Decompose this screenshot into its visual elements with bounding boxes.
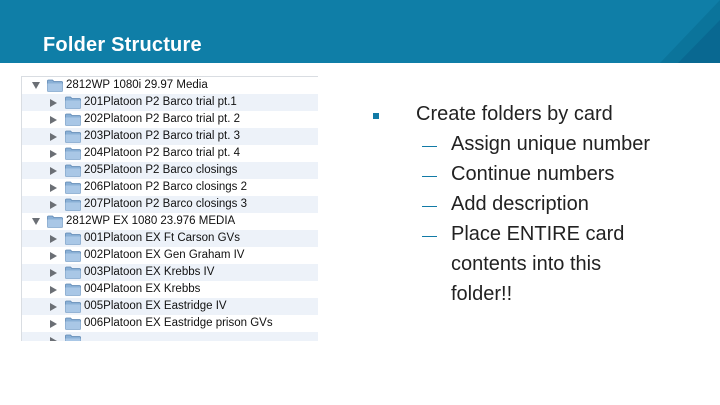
folder-icon xyxy=(65,198,81,211)
folder-name: 207Platoon P2 Barco closings 3 xyxy=(84,198,248,210)
finder-folder-row[interactable]: 201Platoon P2 Barco trial pt.1 xyxy=(22,94,318,111)
disclosure-triangle-closed-icon[interactable] xyxy=(50,149,57,158)
folder-icon xyxy=(65,334,81,341)
folder-name: 002Platoon EX Gen Graham IV xyxy=(84,249,245,261)
dash-icon xyxy=(422,206,437,207)
dash-icon xyxy=(422,146,437,147)
disclosure-triangle-closed-icon[interactable] xyxy=(50,183,57,192)
folder-icon xyxy=(65,147,81,160)
disclosure-triangle-closed-icon[interactable] xyxy=(50,285,57,294)
dash-icon xyxy=(422,236,437,237)
disclosure-triangle-closed-icon[interactable] xyxy=(50,132,57,141)
disclosure-triangle-closed-icon[interactable] xyxy=(50,200,57,209)
disclosure-triangle-open-icon[interactable] xyxy=(32,218,40,225)
disclosure-triangle-closed-icon[interactable] xyxy=(50,319,57,328)
folder-icon xyxy=(47,215,63,228)
sub-bullet-2: Continue numbers xyxy=(451,163,615,185)
sub-bullet-4-continuation-1: contents into this xyxy=(451,253,602,275)
disclosure-triangle-closed-icon[interactable] xyxy=(50,115,57,124)
folder-name: 003Platoon EX Krebbs IV xyxy=(84,266,215,278)
header-decoration xyxy=(660,0,720,63)
bullet-square-icon xyxy=(373,113,379,119)
finder-folder-row[interactable]: 205Platoon P2 Barco closings xyxy=(22,162,318,179)
folder-name: 206Platoon P2 Barco closings 2 xyxy=(84,181,248,193)
finder-folder-row[interactable]: 204Platoon P2 Barco trial pt. 4 xyxy=(22,145,318,162)
disclosure-triangle-closed-icon[interactable] xyxy=(50,336,57,341)
finder-folder-row[interactable]: 006Platoon EX Eastridge prison GVs xyxy=(22,315,318,332)
sub-bullet-1: Assign unique number xyxy=(451,133,651,155)
disclosure-triangle-closed-icon[interactable] xyxy=(50,268,57,277)
folder-icon xyxy=(65,232,81,245)
folder-icon xyxy=(65,181,81,194)
folder-icon xyxy=(65,300,81,313)
folder-icon xyxy=(65,317,81,330)
slide-header: Folder Structure xyxy=(0,0,720,63)
sub-bullet-4-continuation-2: folder!! xyxy=(451,283,513,305)
folder-icon xyxy=(65,113,81,126)
disclosure-triangle-open-icon[interactable] xyxy=(32,82,40,89)
finder-folder-row[interactable]: 003Platoon EX Krebbs IV xyxy=(22,264,318,281)
folder-name: 004Platoon EX Krebbs xyxy=(84,283,201,295)
folder-name: 205Platoon P2 Barco closings xyxy=(84,164,238,176)
folder-name: 204Platoon P2 Barco trial pt. 4 xyxy=(84,147,240,159)
folder-icon xyxy=(65,96,81,109)
folder-icon xyxy=(65,266,81,279)
folder-icon xyxy=(65,249,81,262)
folder-name: 2812WP EX 1080 23.976 MEDIA xyxy=(66,215,236,227)
finder-folder-row[interactable]: 001Platoon EX Ft Carson GVs xyxy=(22,230,318,247)
finder-folder-row[interactable]: 002Platoon EX Gen Graham IV xyxy=(22,247,318,264)
folder-icon xyxy=(65,130,81,143)
folder-name: 006Platoon EX Eastridge prison GVs xyxy=(84,317,273,329)
finder-folder-row[interactable]: 004Platoon EX Krebbs xyxy=(22,281,318,298)
finder-folder-row[interactable]: 206Platoon P2 Barco closings 2 xyxy=(22,179,318,196)
dash-icon xyxy=(422,176,437,177)
disclosure-triangle-closed-icon[interactable] xyxy=(50,302,57,311)
folder-name: 001Platoon EX Ft Carson GVs xyxy=(84,232,240,244)
sub-bullet-3: Add description xyxy=(451,193,589,215)
finder-root-folder-row[interactable]: 2812WP 1080i 29.97 Media xyxy=(22,77,318,94)
folder-name: 201Platoon P2 Barco trial pt.1 xyxy=(84,96,237,108)
sub-bullet-4: Place ENTIRE card xyxy=(451,223,625,245)
folder-icon xyxy=(65,283,81,296)
finder-folder-row[interactable]: 005Platoon EX Eastridge IV xyxy=(22,298,318,315)
finder-folder-row[interactable] xyxy=(22,332,318,341)
folder-icon xyxy=(47,79,63,92)
disclosure-triangle-closed-icon[interactable] xyxy=(50,98,57,107)
folder-name: 203Platoon P2 Barco trial pt. 3 xyxy=(84,130,240,142)
bullet-main: Create folders by card xyxy=(416,103,613,125)
finder-folder-list[interactable]: 2812WP 1080i 29.97 Media 201Platoon P2 Ba… xyxy=(21,76,318,341)
finder-folder-row[interactable]: 203Platoon P2 Barco trial pt. 3 xyxy=(22,128,318,145)
finder-root-folder-row[interactable]: 2812WP EX 1080 23.976 MEDIA xyxy=(22,213,318,230)
disclosure-triangle-closed-icon[interactable] xyxy=(50,234,57,243)
folder-name: 2812WP 1080i 29.97 Media xyxy=(66,79,208,91)
disclosure-triangle-closed-icon[interactable] xyxy=(50,166,57,175)
finder-folder-row[interactable]: 202Platoon P2 Barco trial pt. 2 xyxy=(22,111,318,128)
slide-title: Folder Structure xyxy=(43,34,202,56)
folder-name: 202Platoon P2 Barco trial pt. 2 xyxy=(84,113,240,125)
folder-icon xyxy=(65,164,81,177)
disclosure-triangle-closed-icon[interactable] xyxy=(50,251,57,260)
folder-name: 005Platoon EX Eastridge IV xyxy=(84,300,227,312)
finder-folder-row[interactable]: 207Platoon P2 Barco closings 3 xyxy=(22,196,318,213)
